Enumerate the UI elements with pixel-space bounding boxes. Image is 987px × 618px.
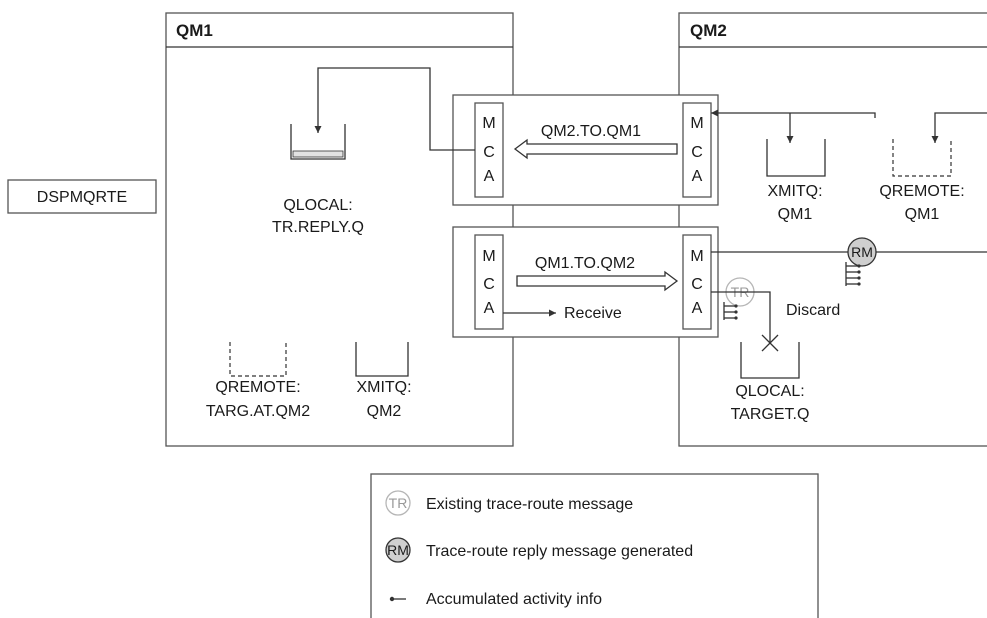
legend-item-activity: Accumulated activity info [389, 591, 602, 608]
svg-text:QREMOTE:: QREMOTE: [215, 379, 300, 396]
qm1-reply-queue: QLOCAL: TR.REPLY.Q [272, 124, 364, 236]
svg-text:TARG.AT.QM2: TARG.AT.QM2 [206, 403, 310, 420]
mca-qm2-return: M C A [682, 102, 712, 198]
qm2-xmit-queue: XMITQ: QM1 [766, 139, 826, 223]
svg-text:RM: RM [387, 542, 409, 558]
forward-channel-name: QM1.TO.QM2 [535, 255, 635, 272]
qm2-remote-queue: QREMOTE: QM1 [879, 139, 965, 223]
svg-text:A: A [484, 168, 495, 185]
qm2-into-remote-queue-path [931, 112, 987, 143]
forward-channel-arrow: QM1.TO.QM2 [516, 255, 679, 292]
svg-text:XMITQ:: XMITQ: [767, 183, 822, 200]
svg-text:XMITQ:: XMITQ: [356, 379, 411, 396]
svg-text:Existing trace-route message: Existing trace-route message [426, 496, 633, 513]
svg-text:C: C [691, 276, 703, 293]
svg-text:QM2: QM2 [367, 403, 402, 420]
dspmqrte-command: DSPMQRTE [7, 179, 157, 214]
svg-text:QM1: QM1 [905, 206, 940, 223]
svg-text:M: M [690, 248, 703, 265]
svg-text:Accumulated activity info: Accumulated activity info [426, 591, 602, 608]
svg-text:TR.REPLY.Q: TR.REPLY.Q [272, 219, 364, 236]
svg-text:QLOCAL:: QLOCAL: [283, 197, 352, 214]
discard-label: Discard [786, 302, 840, 319]
qm1-title: QM1 [176, 21, 213, 40]
svg-text:TR: TR [389, 495, 408, 511]
qm2-xmitq-to-mca-path [711, 109, 876, 118]
svg-text:TARGET.Q: TARGET.Q [731, 406, 810, 423]
return-channel-arrow: QM2.TO.QM1 [513, 123, 678, 160]
svg-text:C: C [483, 144, 495, 161]
svg-text:QM1: QM1 [778, 206, 813, 223]
svg-text:M: M [690, 115, 703, 132]
qm1-xmit-queue: XMITQ: QM2 [355, 342, 412, 420]
svg-text:QREMOTE:: QREMOTE: [879, 183, 964, 200]
qm1-remote-queue: QREMOTE: TARG.AT.QM2 [206, 342, 310, 420]
legend-item-rm: RM Trace-route reply message generated [385, 537, 693, 563]
reply-path [314, 67, 475, 151]
legend: TR Existing trace-route message RM Trace… [370, 473, 819, 618]
svg-text:C: C [483, 276, 495, 293]
qm2-target-queue: QLOCAL: TARGET.Q [731, 342, 810, 423]
svg-text:A: A [692, 168, 703, 185]
qm2-title: QM2 [690, 21, 727, 40]
svg-text:C: C [691, 144, 703, 161]
return-channel-name: QM2.TO.QM1 [541, 123, 641, 140]
receive-label: Receive [564, 305, 622, 322]
mca-qm1-forward: M C A [474, 234, 504, 330]
legend-item-tr: TR Existing trace-route message [385, 490, 633, 516]
svg-text:A: A [692, 300, 703, 317]
svg-text:QLOCAL:: QLOCAL: [735, 383, 804, 400]
qm2-panel: QM2 [678, 12, 987, 447]
mca-qm2-forward: M C A [682, 234, 712, 330]
svg-text:M: M [482, 248, 495, 265]
discard-path: Discard [711, 291, 840, 352]
svg-text:A: A [484, 300, 495, 317]
mca-qm1-return: M C A [474, 102, 504, 198]
svg-text:M: M [482, 115, 495, 132]
svg-text:Trace-route reply message gene: Trace-route reply message generated [426, 543, 693, 560]
rm-badge: RM [845, 237, 877, 286]
dspmqrte-label: DSPMQRTE [37, 189, 127, 206]
receive-activity: Receive [503, 305, 622, 322]
svg-text:RM: RM [851, 244, 873, 260]
